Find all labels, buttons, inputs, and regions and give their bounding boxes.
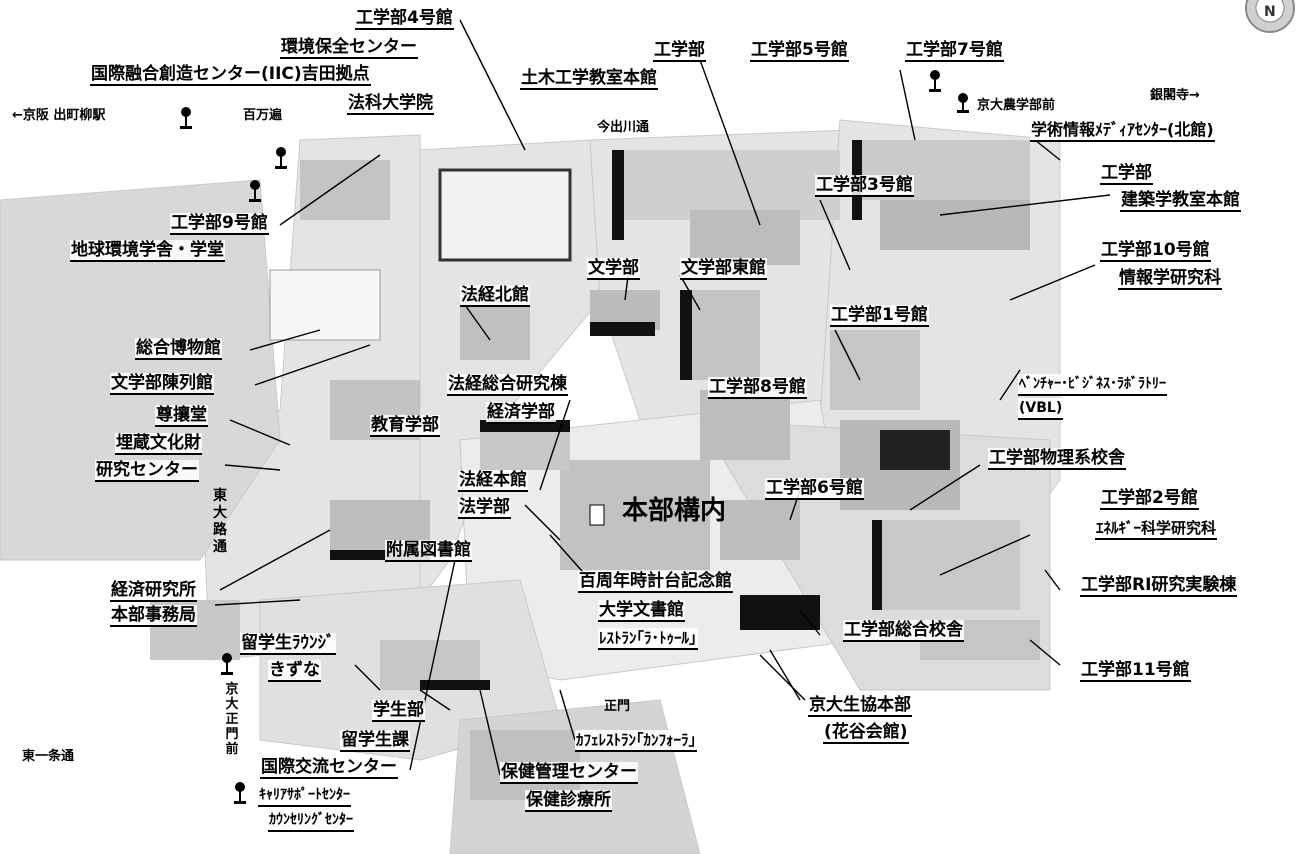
bus-stops [180, 70, 969, 804]
label-info-grad: 情報学研究科 [1118, 268, 1222, 290]
seimon: 正門 [604, 699, 631, 714]
bus-stop-icon [929, 70, 941, 92]
label-cafe: ｶﾌｪﾚｽﾄﾗﾝ｢ｶﾝﾌｫｰﾗ｣ [575, 730, 698, 752]
building-arch [880, 200, 1030, 250]
road-higashioji: 東大路通 [213, 488, 227, 555]
label-student: 学生部 [372, 700, 425, 722]
building-eng4 [438, 168, 572, 262]
label-hokei-north: 法経北館 [460, 285, 530, 307]
label-media-center: 学術情報ﾒﾃﾞｨｱｾﾝﾀｰ(北館) [1030, 120, 1215, 142]
label-clinic: 保健診療所 [525, 790, 612, 812]
compass-icon: N [1245, 0, 1295, 33]
label-sonjodo: 尊攘堂 [155, 405, 208, 427]
label-eng9: 工学部9号館 [170, 213, 269, 235]
label-archives: 大学文書館 [598, 600, 685, 622]
stop-kyodai-nogakubu: 京大農学部前 [977, 98, 1056, 113]
label-vbl-1: ﾍﾞﾝﾁｬｰ･ﾋﾞｼﾞﾈｽ･ﾗﾎﾞﾗﾄﾘｰ [1018, 374, 1167, 396]
bus-stop-icon [234, 782, 246, 804]
building-eng3 [690, 210, 800, 265]
building-chikyu [300, 160, 390, 220]
label-energy: ｴﾈﾙｷﾞｰ科学研究科 [1095, 518, 1218, 540]
label-eng3: 工学部3号館 [815, 175, 914, 197]
label-bungaku-east: 文学部東館 [680, 258, 767, 280]
label-museum: 総合博物館 [135, 338, 222, 360]
label-law-grad: 法科大学院 [347, 93, 434, 115]
label-hokei-research: 法経総合研究棟 [447, 374, 568, 396]
building-eng6 [720, 500, 800, 560]
label-eng11: 工学部11号館 [1080, 660, 1191, 682]
label-chikyu: 地球環境学舎・学堂 [70, 240, 225, 262]
bus-stop-icon [221, 653, 233, 675]
bus-stop-icon [180, 107, 192, 129]
label-eng8: 工学部8号館 [708, 377, 807, 399]
label-library: 附属図書館 [385, 540, 472, 562]
label-intl-exchange: 国際交流センター [260, 757, 398, 779]
building-bungaku-east [680, 290, 760, 380]
label-maizo-1: 埋蔵文化財 [115, 433, 202, 455]
label-eng: 工学部 [653, 40, 706, 62]
label-eng4: 工学部4号館 [355, 8, 454, 30]
label-kizuna: きずな [268, 660, 321, 682]
label-career: ｷｬﾘｱｻﾎﾟｰﾄｾﾝﾀｰ [258, 785, 351, 807]
label-civil: 土木工学教室本館 [520, 68, 658, 90]
label-hanaya: (花谷会館) [823, 722, 909, 744]
label-eng6: 工学部6号館 [765, 478, 864, 500]
to-kyohan: ←京阪 出町柳駅 [12, 108, 106, 123]
label-counseling: ｶｳﾝｾﾘﾝｸﾞｾﾝﾀｰ [268, 810, 354, 832]
label-health: 保健管理センター [500, 762, 638, 784]
label-intl-students: 留学生課 [340, 730, 410, 752]
building-museum [269, 269, 381, 341]
center-label: 本部構内 [622, 496, 727, 526]
building-eng1 [830, 330, 920, 410]
building-eng2 [880, 520, 1020, 610]
label-eng10: 工学部10号館 [1100, 240, 1211, 262]
building-clocktower [560, 460, 710, 570]
label-eng7: 工学部7号館 [905, 40, 1004, 62]
label-env-center: 環境保全センター [280, 37, 418, 59]
stop-kyodai-seimonmae: 京大正門前 [225, 682, 239, 757]
label-eng-ri: 工学部RI研究実験棟 [1080, 575, 1238, 597]
label-law: 法学部 [458, 497, 511, 519]
to-ginkakuji: 銀閣寺→ [1150, 88, 1200, 103]
building-eng8 [700, 390, 790, 460]
label-education: 教育学部 [370, 415, 440, 437]
building-archives [740, 595, 820, 630]
svg-text:N: N [1264, 4, 1276, 20]
label-coop: 京大生協本部 [808, 695, 912, 717]
label-iic: 国際融合創造センター(IIC)吉田拠点 [90, 64, 371, 86]
label-maizo-2: 研究センター [95, 460, 199, 482]
building-eng5 [620, 150, 840, 220]
label-hokei-main: 法経本館 [458, 470, 528, 492]
label-eng1: 工学部1号館 [830, 305, 929, 327]
label-econ: 経済学部 [486, 402, 556, 424]
label-bungaku: 文学部 [587, 258, 640, 280]
bus-stop-icon [957, 93, 969, 113]
bus-stop-icon [275, 147, 287, 169]
bus-stop-icon [249, 180, 261, 202]
label-restaurant: ﾚｽﾄﾗﾝ｢ﾗ･ﾄｩｰﾙ｣ [598, 628, 698, 650]
label-admin: 本部事務局 [110, 605, 197, 627]
label-arch: 建築学教室本館 [1120, 190, 1241, 212]
label-clock: 百周年時計台記念館 [578, 571, 733, 593]
label-eng-physics: 工学部物理系校舎 [988, 448, 1126, 470]
road-higashiichijo: 東一条通 [22, 749, 75, 764]
label-lounge: 留学生ﾗｳﾝｼﾞ [240, 633, 336, 655]
label-econ-inst: 経済研究所 [110, 580, 197, 602]
label-eng5: 工学部5号館 [750, 40, 849, 62]
label-bungaku-exhibit: 文学部陳列館 [110, 373, 214, 395]
road-hyakumanben: 百万遍 [243, 108, 283, 123]
label-vbl-2: (VBL) [1018, 398, 1064, 420]
label-eng2: 工学部2号館 [1100, 488, 1199, 510]
label-eng-general: 工学部総合校舎 [843, 620, 964, 642]
road-imadegawa: 今出川通 [597, 120, 650, 135]
label-eng-arch: 工学部 [1100, 163, 1153, 185]
